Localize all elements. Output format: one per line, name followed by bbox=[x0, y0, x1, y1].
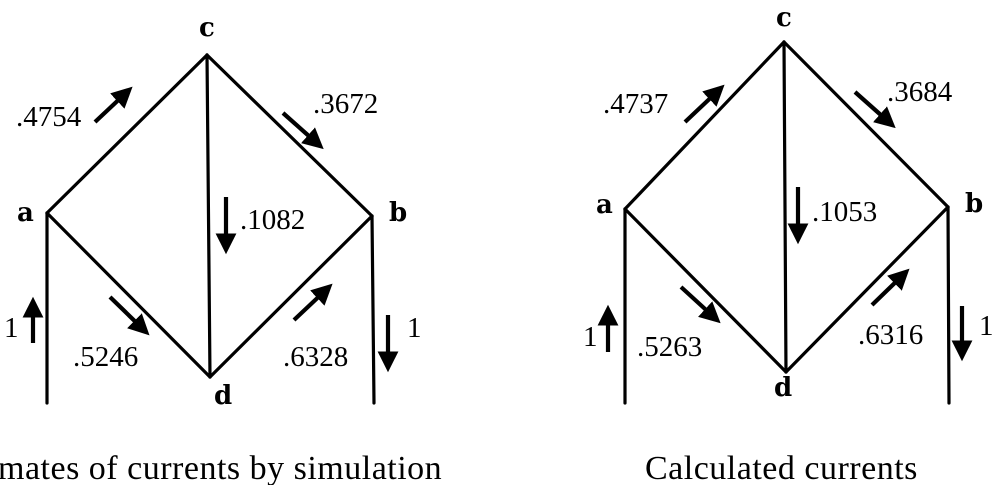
right-arrow-ac bbox=[683, 84, 725, 124]
left-node-a: a bbox=[17, 198, 34, 228]
right-wire-c-d bbox=[782, 40, 788, 374]
right-node-b: b bbox=[965, 189, 983, 219]
right-current-ad: .5263 bbox=[637, 331, 702, 363]
right-node-d: d bbox=[774, 373, 792, 403]
left-wire-d-b bbox=[208, 214, 374, 379]
right-arrow-ad bbox=[679, 285, 721, 324]
left-network: c a b d .4754 .3672 .1082 .5246 .6328 1 … bbox=[0, 13, 442, 485]
left-current-ac: .4754 bbox=[16, 101, 82, 133]
right-wire-c-b bbox=[782, 40, 950, 209]
left-node-d: d bbox=[214, 381, 232, 411]
left-wire-c-d bbox=[205, 53, 212, 379]
right-wire-d-b bbox=[784, 205, 950, 374]
left-wire-a-d bbox=[45, 211, 212, 379]
left-arrow-db bbox=[292, 283, 333, 322]
right-wire-a-d bbox=[623, 207, 788, 374]
left-current-out: 1 bbox=[407, 312, 422, 344]
right-current-db: .6316 bbox=[858, 319, 923, 351]
left-wire-a-c bbox=[45, 53, 209, 215]
right-wire-a-c bbox=[623, 40, 786, 211]
left-caption: mates of currents by simulation bbox=[0, 450, 442, 485]
right-current-cb: .3684 bbox=[887, 76, 953, 108]
right-caption: Calculated currents bbox=[645, 450, 918, 485]
right-network: c a b d .4737 .3684 .1053 .5263 .6316 1 … bbox=[583, 3, 992, 485]
left-node-c: c bbox=[199, 13, 215, 43]
right-current-cd: .1053 bbox=[812, 196, 877, 228]
left-wire-c-b bbox=[205, 53, 374, 218]
left-current-cd: .1082 bbox=[240, 204, 305, 236]
right-arrow-cb bbox=[853, 90, 896, 129]
left-arrow-ac bbox=[93, 86, 133, 124]
right-arrow-db bbox=[870, 268, 910, 307]
right-current-in: 1 bbox=[583, 321, 598, 353]
left-current-in: 1 bbox=[4, 312, 19, 344]
left-node-b: b bbox=[389, 198, 407, 228]
left-arrow-ad bbox=[108, 295, 150, 336]
left-current-ad: .5246 bbox=[73, 341, 138, 373]
left-arrow-cb bbox=[281, 111, 324, 150]
right-node-c: c bbox=[776, 3, 792, 33]
left-wire-b-lead bbox=[370, 214, 376, 405]
left-current-cb: .3672 bbox=[313, 88, 378, 120]
left-current-db: .6328 bbox=[283, 341, 348, 373]
right-current-ac: .4737 bbox=[603, 88, 668, 120]
right-wire-b-lead bbox=[946, 205, 951, 405]
right-current-out: 1 bbox=[979, 310, 992, 342]
right-node-a: a bbox=[596, 190, 613, 220]
